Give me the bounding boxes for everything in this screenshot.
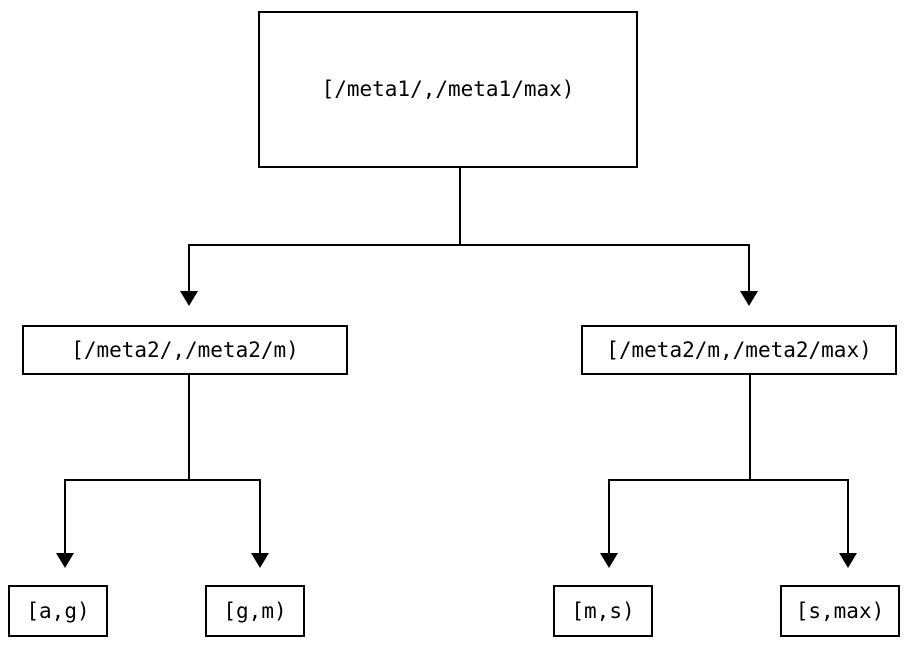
edge-mid-right-to-leaf-3 [600, 375, 751, 568]
edge-mid-left-to-leaf-1 [56, 375, 190, 568]
tree-node-label: [s,max) [795, 598, 885, 623]
edge-root-to-mid-left [180, 168, 461, 306]
tree-node-label: [g,m) [223, 598, 287, 623]
arrowhead-icon [600, 553, 618, 568]
tree-node-label: [a,g) [26, 598, 90, 623]
tree-node-root[interactable]: [/meta1/,/meta1/max) [258, 11, 638, 168]
tree-node-mid-left[interactable]: [/meta2/,/meta2/m) [22, 325, 348, 375]
tree-node-leaf-2[interactable]: [g,m) [205, 585, 305, 637]
tree-node-leaf-3[interactable]: [m,s) [553, 585, 653, 637]
tree-node-mid-right[interactable]: [/meta2/m,/meta2/max) [581, 325, 897, 375]
arrowhead-icon [839, 553, 857, 568]
tree-node-label: [/meta1/,/meta1/max) [321, 77, 575, 101]
tree-node-leaf-1[interactable]: [a,g) [8, 585, 108, 637]
tree-node-label: [/meta2/m,/meta2/max) [606, 337, 872, 362]
arrowhead-icon [740, 291, 758, 306]
edge-root-to-mid-right [459, 168, 758, 306]
arrowhead-icon [251, 553, 269, 568]
arrowhead-icon [56, 553, 74, 568]
edge-mid-left-to-leaf-2 [188, 375, 269, 568]
tree-node-leaf-4[interactable]: [s,max) [780, 585, 900, 637]
edge-mid-right-to-leaf-4 [749, 375, 857, 568]
tree-node-label: [m,s) [571, 598, 635, 623]
tree-node-label: [/meta2/,/meta2/m) [71, 337, 299, 362]
arrowhead-icon [180, 291, 198, 306]
